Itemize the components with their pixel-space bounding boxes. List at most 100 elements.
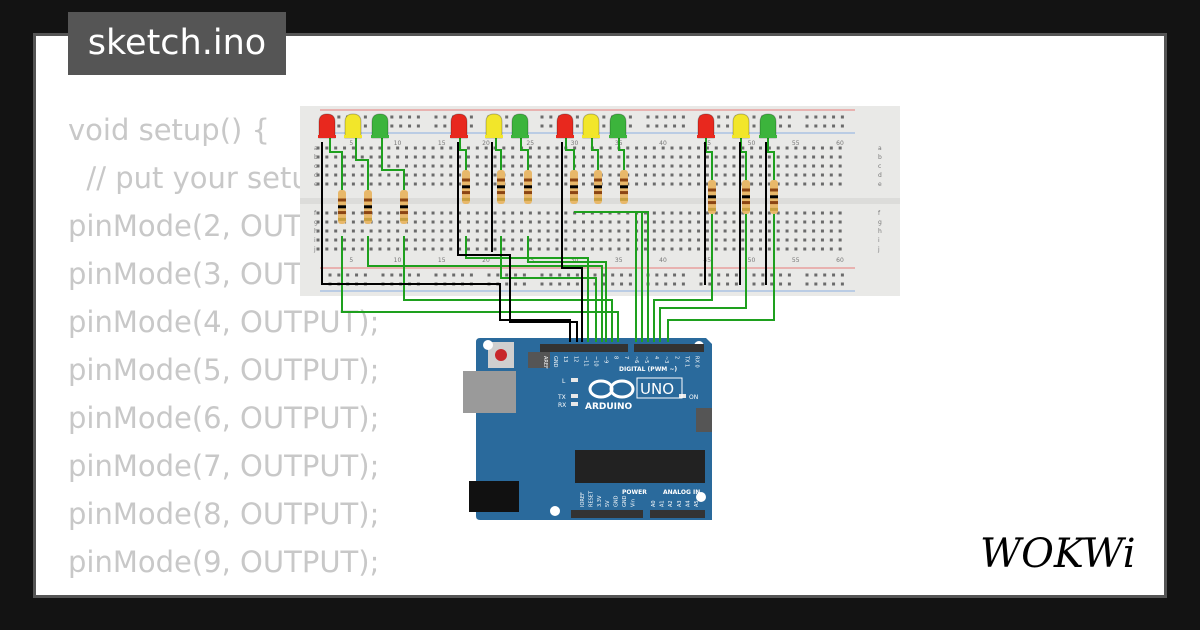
row-letter: b <box>878 154 882 161</box>
icsp-header-right <box>696 408 712 432</box>
power-pin-label: GND <box>622 495 628 507</box>
digital-pin-label: 12 <box>572 356 578 362</box>
icsp-header <box>528 352 550 368</box>
signal-wire[interactable] <box>367 236 603 342</box>
resistor[interactable] <box>400 190 408 224</box>
led[interactable] <box>450 113 468 139</box>
led[interactable] <box>582 113 600 139</box>
resistor[interactable] <box>594 170 602 204</box>
column-number: 40 <box>659 140 667 147</box>
arduino-uno-board[interactable]: ARDUINO UNO DIGITAL (PWM ~) L TX RX ON P… <box>463 338 712 520</box>
led[interactable] <box>371 113 389 139</box>
signal-wire[interactable] <box>624 211 649 342</box>
resistor[interactable] <box>570 170 578 204</box>
column-number: 45 <box>703 257 711 264</box>
column-number: 30 <box>571 140 579 147</box>
row-letter: f <box>878 210 881 217</box>
resistor[interactable] <box>338 190 346 224</box>
resistor[interactable] <box>742 180 750 214</box>
rx-label: RX <box>558 402 566 409</box>
column-number: 55 <box>792 140 800 147</box>
resistor[interactable] <box>708 180 716 214</box>
column-number: 60 <box>836 140 844 147</box>
column-number: 40 <box>659 257 667 264</box>
file-tab[interactable]: sketch.ino <box>68 12 286 75</box>
arduino-infinity-logo <box>588 379 635 399</box>
resistor[interactable] <box>497 170 505 204</box>
column-number: 30 <box>571 257 579 264</box>
signal-wire[interactable] <box>520 138 529 170</box>
tx-led <box>571 394 578 398</box>
analog-pin-label: A4 <box>685 500 691 507</box>
led[interactable] <box>344 113 362 139</box>
signal-wire[interactable] <box>618 138 625 170</box>
row-letter: f <box>314 210 317 217</box>
signal-wire[interactable] <box>341 236 619 342</box>
ground-wire[interactable] <box>561 142 583 342</box>
resistor[interactable] <box>462 170 470 204</box>
usb-connector <box>463 371 516 413</box>
digital-pin-label: ~11 <box>582 356 588 367</box>
digital-pin-label: 8 <box>613 356 619 359</box>
analog-pin-label: A2 <box>668 500 674 507</box>
on-label: ON <box>689 394 698 401</box>
row-letter: i <box>878 237 880 244</box>
signal-wire[interactable] <box>767 138 775 180</box>
row-letter: h <box>314 228 318 235</box>
row-letter: c <box>314 163 317 170</box>
code-line: pinMode(10, OUTPUT); <box>68 586 676 595</box>
signal-wire[interactable] <box>667 212 775 342</box>
row-letter: b <box>314 154 318 161</box>
led[interactable] <box>609 113 627 139</box>
ground-wire[interactable] <box>457 142 578 342</box>
signal-wire[interactable] <box>403 236 613 342</box>
resistor[interactable] <box>620 170 628 204</box>
signal-wire[interactable] <box>565 138 575 170</box>
led[interactable] <box>485 113 503 139</box>
column-number: 10 <box>394 257 402 264</box>
resistor[interactable] <box>770 180 778 214</box>
signal-wire[interactable] <box>459 138 467 170</box>
column-number: 15 <box>438 140 446 147</box>
components <box>318 113 778 224</box>
rx-led <box>571 402 578 406</box>
led[interactable] <box>759 113 777 139</box>
resistor[interactable] <box>364 190 372 224</box>
column-number: 20 <box>482 140 490 147</box>
row-letter: a <box>314 145 318 152</box>
signal-wire[interactable] <box>659 212 747 342</box>
row-letter: h <box>878 228 882 235</box>
led[interactable] <box>697 113 715 139</box>
signal-wire[interactable] <box>653 212 713 342</box>
reset-button-cap[interactable] <box>495 349 507 361</box>
digital-pin-label: TX 1 <box>683 355 689 367</box>
code-line: pinMode(8, OUTPUT); <box>68 497 380 531</box>
signal-wire[interactable] <box>591 138 599 170</box>
row-letter: e <box>314 181 318 188</box>
signal-wire[interactable] <box>500 236 597 342</box>
column-number: 15 <box>438 257 446 264</box>
signal-wire[interactable] <box>381 138 405 190</box>
analog-pin-label: A3 <box>677 500 683 507</box>
led[interactable] <box>732 113 750 139</box>
power-header <box>571 510 643 518</box>
signal-wire[interactable] <box>329 138 343 190</box>
digital-pin-label: ~9 <box>603 356 609 363</box>
l-led <box>571 378 578 382</box>
signal-wire[interactable] <box>355 138 369 190</box>
power-pin-label: RESET <box>588 490 594 507</box>
column-number: 35 <box>615 257 623 264</box>
signal-wire[interactable] <box>527 236 607 342</box>
signal-wire[interactable] <box>495 138 502 170</box>
ground-wire[interactable] <box>321 142 571 342</box>
column-number: 10 <box>394 140 402 147</box>
code-line: pinMode(7, OUTPUT); <box>68 449 380 483</box>
column-number: 45 <box>703 140 711 147</box>
row-letter: e <box>878 181 882 188</box>
led[interactable] <box>511 113 529 139</box>
led[interactable] <box>318 113 336 139</box>
resistor[interactable] <box>524 170 532 204</box>
led[interactable] <box>556 113 574 139</box>
code-line: pinMode(6, OUTPUT); <box>68 401 380 435</box>
